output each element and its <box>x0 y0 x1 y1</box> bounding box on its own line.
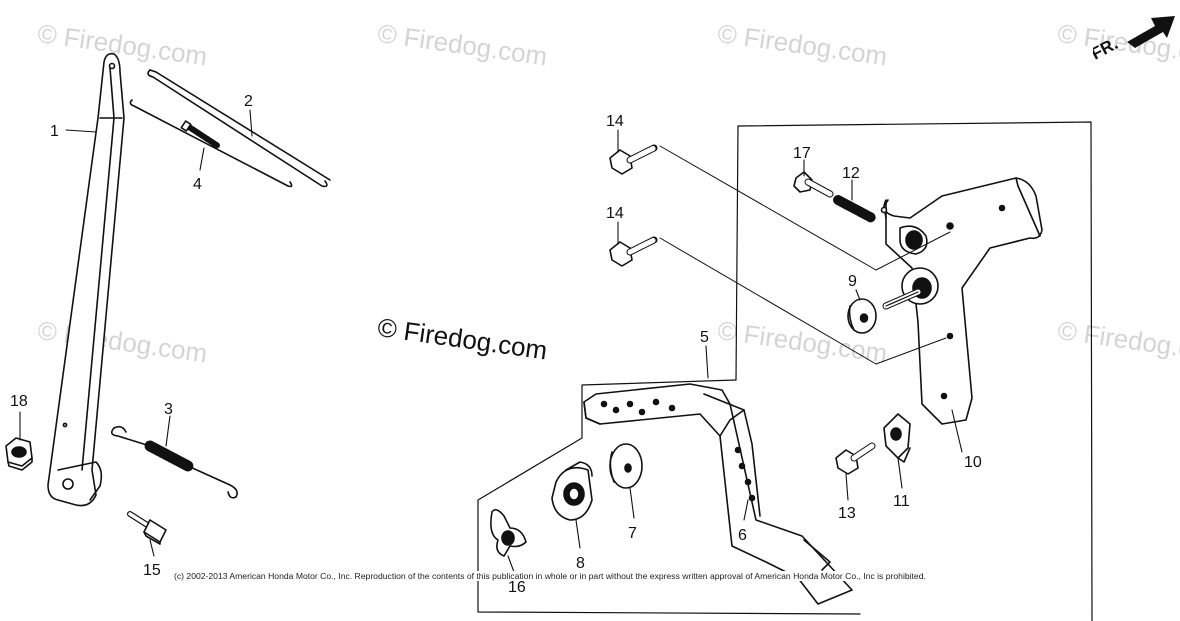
copyright-notice: (c) 2002-2013 American Honda Motor Co., … <box>172 571 928 581</box>
part-labels: 1 2 3 4 5 6 7 8 9 10 11 12 13 14 14 15 1… <box>10 93 982 596</box>
label-part-14-lower: 14 <box>606 205 624 222</box>
part-3-tension-spring <box>110 425 238 499</box>
part-14-bolt-upper <box>609 144 951 271</box>
part-18-nut <box>5 437 33 471</box>
direction-label: FR. <box>1093 34 1121 62</box>
part-14-bolt-lower <box>609 236 947 365</box>
part-16-wing-nut <box>490 508 527 557</box>
label-part-7: 7 <box>628 525 637 542</box>
label-part-1: 1 <box>50 123 59 140</box>
part-13-bolt <box>835 442 876 475</box>
leader-lines <box>19 109 963 573</box>
label-part-5: 5 <box>700 329 709 346</box>
part-12-spring <box>833 195 877 223</box>
label-part-8: 8 <box>576 555 585 572</box>
label-part-12: 12 <box>842 165 860 182</box>
part-11-clip <box>883 413 911 463</box>
part-6-bracket <box>583 383 853 605</box>
assembly-boundary <box>477 121 1093 621</box>
part-7-washer <box>609 443 643 489</box>
label-part-15: 15 <box>143 562 161 579</box>
label-part-3: 3 <box>164 401 173 418</box>
label-part-4: 4 <box>193 176 202 193</box>
label-part-18: 18 <box>10 393 28 410</box>
part-8-cam <box>551 461 593 521</box>
label-part-6: 6 <box>738 527 747 544</box>
part-1-rod <box>47 52 125 507</box>
part-2-wire-rod <box>147 69 331 188</box>
label-part-13: 13 <box>838 505 856 522</box>
label-part-10: 10 <box>964 454 982 471</box>
part-17-bolt <box>793 171 834 198</box>
part-9-washer <box>847 298 877 334</box>
label-part-9: 9 <box>848 273 857 290</box>
label-part-2: 2 <box>244 93 253 110</box>
label-part-11: 11 <box>893 493 910 510</box>
label-part-17: 17 <box>793 145 811 162</box>
label-part-14-upper: 14 <box>606 113 624 130</box>
part-15-bolt <box>127 511 167 545</box>
label-part-16: 16 <box>508 579 526 596</box>
part-10-plate <box>880 177 1043 425</box>
part-4-spring <box>129 99 293 188</box>
front-direction-arrow-icon: FR. <box>1093 16 1175 62</box>
